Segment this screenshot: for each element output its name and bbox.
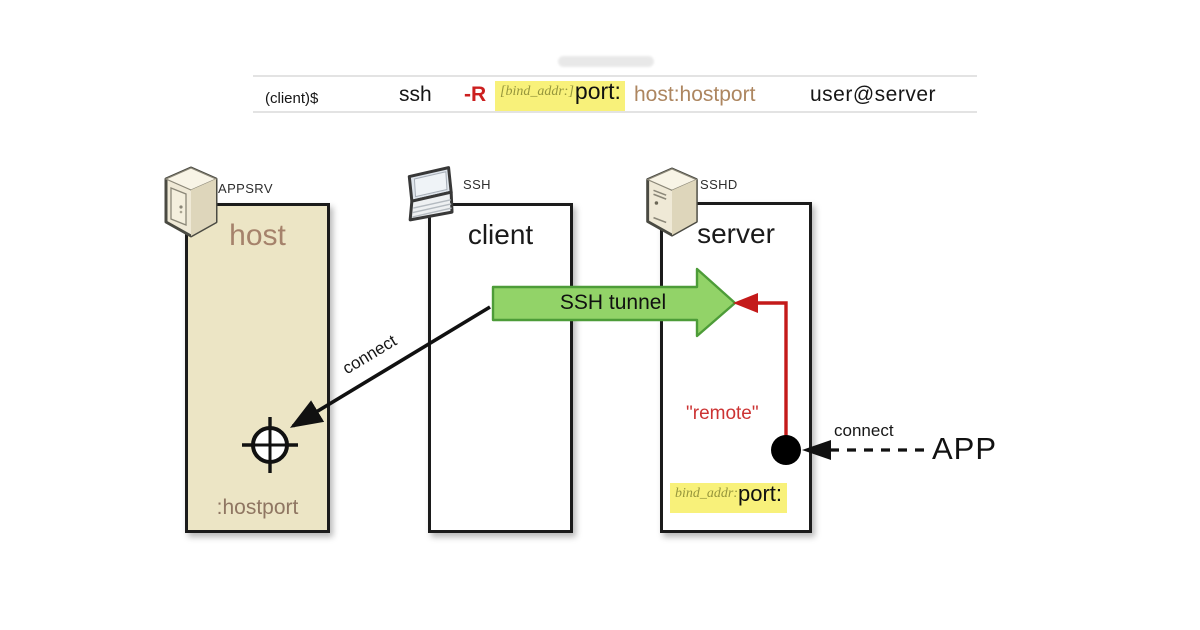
app-connect-arrow [802,440,924,460]
host-box: host :hostport [185,203,330,533]
shell-prompt: (client)$ [265,90,319,107]
ssh-command: ssh [399,83,432,106]
ssh-tunnel-label: SSH tunnel [559,291,667,314]
ssh-badge: SSH [463,177,491,192]
connect-label-left: connect [339,331,400,379]
hostport-label: :hostport [216,496,299,519]
command-divider-bottom [253,111,977,113]
client-box-title: client [467,219,534,250]
appsrv-badge: APPSRV [218,181,273,196]
server-port-label: port: [738,481,783,506]
laptop-icon [407,166,454,222]
smudge-artifact [558,56,654,67]
user-server-argument: user@server [810,83,937,106]
server-tower-icon [646,167,698,237]
server-port-highlight: bind_addr: port: [670,481,788,513]
server-bind-addr-label: bind_addr: [675,486,738,501]
server-box-title: server [697,218,775,249]
bind-addr-argument: [bind_addr:] [500,84,574,99]
port-argument: port: [574,78,621,104]
port-argument-highlight: [bind_addr:] port: [495,78,625,111]
server-tower-icon [164,166,218,238]
sshd-badge: SSHD [700,177,738,192]
host-box-title: host [229,219,286,252]
remote-label: "remote" [686,403,759,424]
host-hostport-argument: host:hostport [634,83,756,106]
command-divider-top [253,75,977,77]
app-label: APP [932,431,998,466]
connect-label-right: connect [834,421,894,440]
client-box: client [428,203,573,533]
remote-flag: -R [464,83,487,106]
